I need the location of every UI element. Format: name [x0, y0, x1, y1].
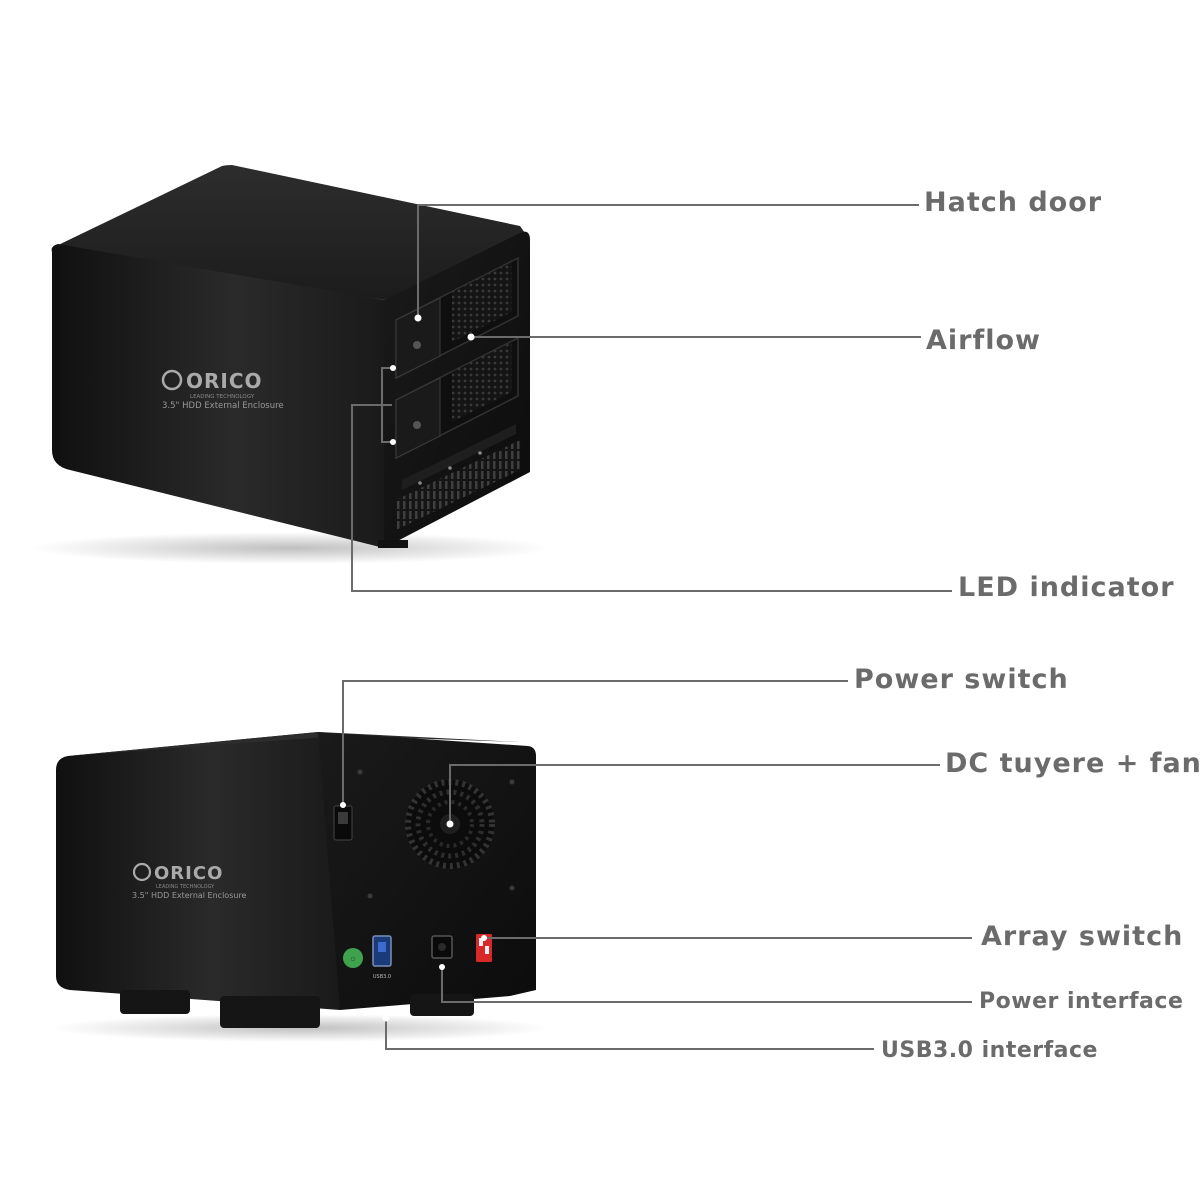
- rear-enclosure: ⏻ USB3.0 ORICO LEADING TECHNOLOGY 3.5" H…: [50, 732, 550, 1042]
- callout-power-switch: Power switch: [854, 664, 1069, 695]
- callout-usb-interface: USB3.0 interface: [881, 1038, 1098, 1063]
- rear-enclosure-foot: [220, 996, 320, 1028]
- front-enclosure-shadow: [30, 532, 550, 564]
- airflow-mesh-2: [452, 342, 512, 422]
- rear-enclosure-back: [318, 732, 536, 1010]
- callout-line-led-indicator: [351, 404, 952, 592]
- array-dip-switch-toggle: [485, 946, 489, 954]
- power-switch-rocker: [338, 812, 348, 824]
- callout-line-dc-fan: [449, 764, 940, 824]
- screw-icon: [357, 769, 363, 775]
- rear-model-text: 3.5" HDD External Enclosure: [132, 891, 247, 900]
- front-brand-name: ORICO: [186, 369, 263, 393]
- callout-line-hatch-door: [417, 204, 919, 318]
- callout-hatch-door: Hatch door: [924, 187, 1103, 218]
- led-dot: [448, 466, 452, 470]
- rear-brand-logo: ORICO LEADING TECHNOLOGY 3.5" HDD Extern…: [132, 862, 247, 900]
- usb3-port-tongue: [378, 942, 386, 952]
- callout-lines: [340, 204, 972, 1050]
- hatch-door-2[interactable]: [395, 377, 441, 459]
- power-button-icon[interactable]: [343, 948, 363, 968]
- callout-anchor-dot: [467, 333, 475, 341]
- dc-power-jack-pin: [438, 943, 446, 951]
- callout-led-indicator: LED indicator: [958, 572, 1175, 603]
- callout-anchor-dot: [414, 314, 422, 322]
- front-enclosure: ORICO LEADING TECHNOLOGY 3.5" HDD Extern…: [30, 165, 550, 564]
- front-enclosure-foot: [378, 540, 408, 548]
- rear-brand-name: ORICO: [154, 863, 223, 884]
- screw-icon: [367, 893, 373, 899]
- orico-logo-icon: [161, 369, 183, 391]
- rear-brand-tagline: LEADING TECHNOLOGY: [156, 884, 215, 890]
- callout-power-interface: Power interface: [979, 989, 1184, 1014]
- front-brand-logo: ORICO LEADING TECHNOLOGY 3.5" HDD Extern…: [161, 369, 284, 411]
- array-dip-switch-toggle: [479, 938, 483, 946]
- front-model-text: 3.5" HDD External Enclosure: [162, 401, 284, 411]
- rear-enclosure-foot: [410, 994, 474, 1016]
- callout-line-usb-interface: [385, 1018, 874, 1050]
- rear-enclosure-side: [56, 732, 340, 1010]
- led-dot: [418, 481, 422, 485]
- hatch-door-1[interactable]: [395, 297, 441, 379]
- callout-anchor-dot: [390, 439, 396, 445]
- callout-airflow: Airflow: [926, 325, 1041, 356]
- led-dot: [478, 451, 482, 455]
- callout-anchor-dot: [481, 935, 487, 941]
- orico-logo-icon: [132, 862, 152, 882]
- callout-line-power-interface: [441, 967, 972, 1003]
- power-button-glyph: ⏻: [351, 956, 356, 963]
- front-enclosure-side: [51, 244, 384, 548]
- hatch-door-1-latch-icon: [413, 341, 421, 349]
- callout-anchor-dot: [382, 1014, 390, 1022]
- callout-anchor-dot: [390, 365, 396, 371]
- led-indicator-strip: [402, 424, 516, 490]
- rear-enclosure-foot: [120, 990, 190, 1014]
- front-vent-grille: [396, 440, 520, 530]
- fan-vent-ring: [415, 789, 485, 859]
- callout-line-power-switch: [342, 680, 848, 805]
- callout-anchor-dot: [446, 820, 454, 828]
- screw-icon: [509, 779, 515, 785]
- front-brand-tagline: LEADING TECHNOLOGY: [190, 394, 255, 400]
- callout-anchor-dot: [439, 964, 445, 970]
- airflow-mesh-1: [452, 262, 512, 342]
- usb3-port-label: USB3.0: [373, 974, 391, 980]
- callout-anchor-dot: [340, 802, 346, 808]
- callout-array-switch: Array switch: [981, 921, 1184, 952]
- screw-icon: [509, 885, 515, 891]
- hatch-door-2-latch-icon: [413, 421, 421, 429]
- fan-vent-ring: [426, 800, 474, 848]
- callout-dc-fan: DC tuyere + fan: [945, 748, 1200, 779]
